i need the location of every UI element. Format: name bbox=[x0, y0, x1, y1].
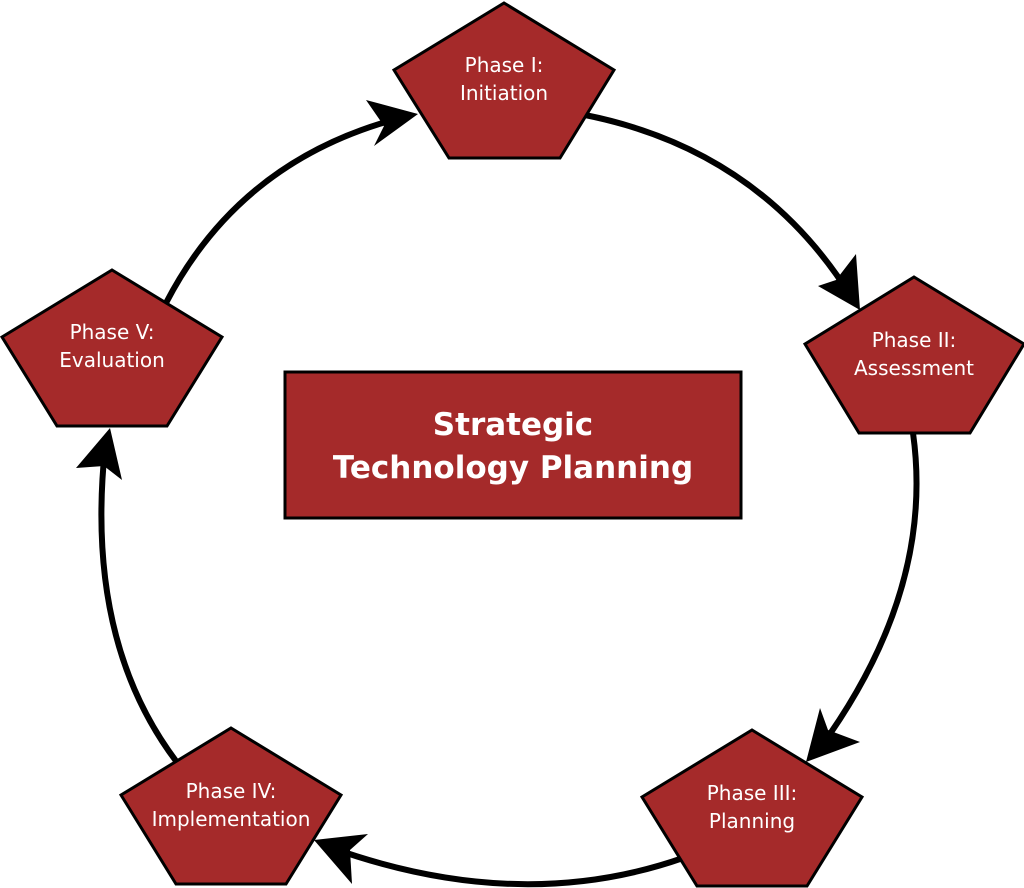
center-title-line1: Strategic bbox=[433, 407, 593, 443]
phase-5-pentagon bbox=[0, 268, 225, 428]
center-title-line2: Technology Planning bbox=[333, 450, 693, 486]
phase-3-pentagon bbox=[639, 728, 865, 888]
phase-4-name: Implementation bbox=[152, 807, 311, 831]
phase-5-name: Evaluation bbox=[59, 348, 165, 372]
phase-1: Phase I: Initiation bbox=[391, 1, 617, 160]
phase-2-title: Phase II: bbox=[872, 328, 957, 352]
arrow-phase5-to-phase1 bbox=[163, 115, 401, 305]
phase-3-name: Planning bbox=[709, 809, 795, 833]
center-box bbox=[283, 370, 743, 520]
arrow-head-phase3 bbox=[806, 708, 860, 762]
arrow-head-phase1 bbox=[366, 100, 418, 146]
phase-5: Phase V: Evaluation bbox=[0, 268, 225, 428]
phase-4-title: Phase IV: bbox=[186, 779, 277, 803]
arrow-head-phase5 bbox=[76, 428, 122, 480]
phase-4-pentagon bbox=[118, 726, 344, 886]
cycle-arrows bbox=[76, 100, 920, 888]
phase-4: Phase IV: Implementation bbox=[118, 726, 344, 886]
phase-2-name: Assessment bbox=[854, 356, 974, 380]
phase-2: Phase II: Assessment bbox=[802, 275, 1024, 435]
arrow-head-phase4 bbox=[314, 834, 368, 884]
center-box-group: Strategic Technology Planning bbox=[283, 370, 743, 520]
arrow-phase3-to-phase4 bbox=[330, 845, 684, 888]
phase-5-title: Phase V: bbox=[70, 320, 155, 344]
arrow-phase2-to-phase3 bbox=[817, 432, 920, 750]
phase-3: Phase III: Planning bbox=[639, 728, 865, 888]
arrow-head-phase2 bbox=[818, 254, 860, 310]
arrow-phase1-to-phase2 bbox=[584, 112, 855, 300]
arrow-phase4-to-phase5 bbox=[98, 447, 179, 763]
phase-3-title: Phase III: bbox=[707, 781, 798, 805]
phase-1-pentagon bbox=[391, 1, 617, 160]
phase-1-name: Initiation bbox=[460, 81, 548, 105]
phase-1-title: Phase I: bbox=[465, 53, 544, 77]
phase-2-pentagon bbox=[802, 275, 1024, 435]
